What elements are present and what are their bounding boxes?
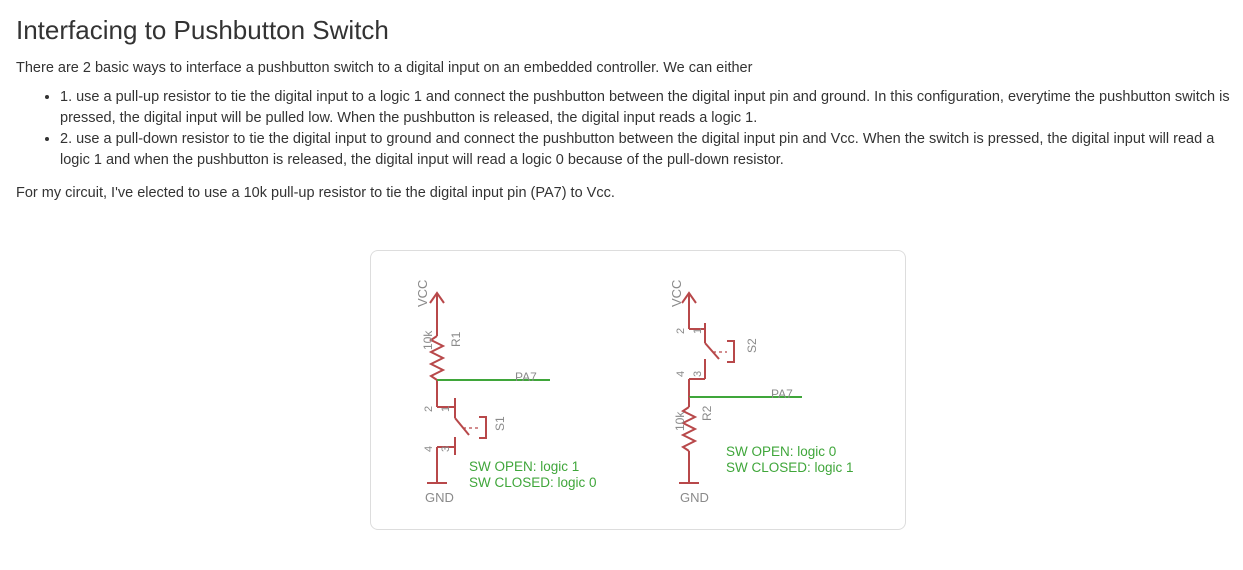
right-pin1-label: 1 — [692, 328, 704, 334]
list-item: 1. use a pull-up resistor to tie the dig… — [60, 87, 1231, 129]
right-note-closed: SW CLOSED: logic 1 — [726, 460, 854, 475]
right-switch-name: S2 — [745, 338, 759, 353]
schematic-svg: VCC 10k R1 PA7 2 1 S1 4 3 — [415, 280, 854, 505]
left-pin4-label: 4 — [423, 446, 435, 452]
left-pa7-label: PA7 — [515, 370, 537, 384]
left-vcc-label: VCC — [415, 280, 430, 307]
right-switch-lever — [704, 342, 720, 360]
circuit-note: For my circuit, I've elected to use a 10… — [16, 185, 615, 201]
intro-paragraph: There are 2 basic ways to interface a pu… — [16, 60, 753, 76]
right-note-open: SW OPEN: logic 0 — [726, 444, 836, 459]
page-title: Interfacing to Pushbutton Switch — [16, 15, 389, 45]
right-pin4-label: 4 — [675, 371, 687, 377]
left-switch-name: S1 — [493, 416, 507, 431]
left-resistor-name: R1 — [449, 331, 463, 347]
left-circuit: VCC 10k R1 PA7 2 1 S1 4 3 — [415, 280, 597, 505]
article: Interfacing to Pushbutton Switch There a… — [16, 0, 1231, 203]
right-pin2-label: 2 — [675, 328, 687, 334]
right-pin3-label: 3 — [692, 371, 704, 377]
left-pin3-label: 3 — [440, 446, 452, 452]
right-switch-button — [727, 340, 735, 363]
right-pa7-label: PA7 — [771, 387, 793, 401]
right-resistor-value: 10k — [673, 411, 687, 431]
left-gnd-label: GND — [425, 490, 454, 505]
left-resistor — [428, 335, 446, 381]
left-switch-button — [479, 416, 487, 439]
left-pin2-label: 2 — [423, 406, 435, 412]
right-gnd-label: GND — [680, 490, 709, 505]
schematic-figure: VCC 10k R1 PA7 2 1 S1 4 3 — [370, 250, 906, 530]
left-resistor-value: 10k — [421, 330, 435, 350]
right-circuit: VCC 2 1 S2 4 3 PA7 10k R2 — [669, 280, 854, 505]
left-note-open: SW OPEN: logic 1 — [469, 459, 579, 474]
ways-list: 1. use a pull-up resistor to tie the dig… — [16, 87, 1231, 171]
right-resistor-name: R2 — [700, 405, 714, 421]
left-switch-lever — [454, 417, 470, 436]
right-vcc-label: VCC — [669, 280, 684, 307]
left-pin1-label: 1 — [440, 406, 452, 412]
right-resistor — [680, 406, 698, 452]
left-note-closed: SW CLOSED: logic 0 — [469, 475, 597, 490]
list-item: 2. use a pull-down resistor to tie the d… — [60, 129, 1231, 171]
